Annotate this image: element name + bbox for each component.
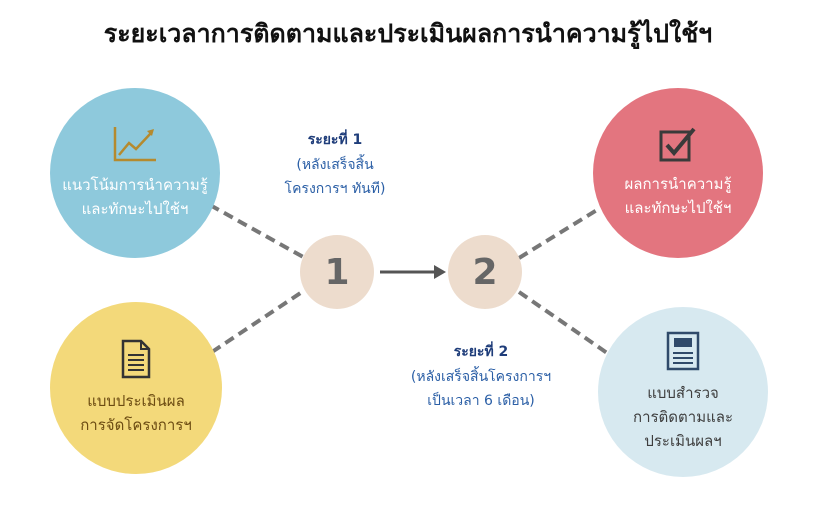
node-application-result: ผลการนำความรู้ และทักษะไปใช้ฯ (593, 88, 763, 258)
link-step2-bottomright (517, 290, 612, 357)
node-label-line: และทักษะไปใช้ฯ (624, 199, 732, 217)
node-trend-application: แนวโน้มการนำความรู้ และทักษะไปใช้ฯ (50, 88, 220, 258)
step-1-circle: 1 (300, 235, 374, 309)
link-step2-topright (517, 203, 607, 260)
phase-1-line: (หลังเสร็จสิ้น (296, 156, 374, 173)
arrow-step1-to-step2 (380, 265, 446, 279)
link-bottomleft-step1 (210, 288, 307, 354)
node-label-line: แนวโน้มการนำความรู้ (62, 176, 208, 194)
phase-2-label: ระยะที่ 2 (หลังเสร็จสิ้นโครงการฯ เป็นเวล… (388, 340, 574, 414)
document-icon (121, 339, 151, 379)
phase-1-title: ระยะที่ 1 (307, 132, 363, 148)
link-topleft-step1 (209, 203, 306, 260)
node-label-line: ประเมินผลฯ (644, 432, 722, 450)
phase-2-line: เป็นเวลา 6 เดือน) (427, 393, 535, 409)
node-label-line: แบบสำรวจ (647, 384, 719, 402)
diagram-title: ระยะเวลาการติดตามและประเมินผลการนำความรู… (103, 19, 713, 48)
node-label-line: และทักษะไปใช้ฯ (81, 200, 189, 218)
phase-1-line: โครงการฯ ทันที) (284, 181, 386, 197)
node-label-line: ผลการนำความรู้ (624, 175, 732, 193)
node-label-line: แบบประเมินผล (87, 392, 185, 410)
node-followup-survey: แบบสำรวจ การติดตามและ ประเมินผลฯ (598, 307, 768, 477)
phase-2-line: (หลังเสร็จสิ้นโครงการฯ (410, 368, 552, 385)
node-label-line: การจัดโครงการฯ (80, 416, 192, 434)
phase-1-label: ระยะที่ 1 (หลังเสร็จสิ้น โครงการฯ ทันที) (260, 128, 410, 202)
form-icon (666, 331, 700, 371)
node-project-evaluation-form: แบบประเมินผล การจัดโครงการฯ (50, 302, 222, 474)
step-2-circle: 2 (448, 235, 522, 309)
checkbox-icon (659, 127, 696, 162)
phase-2-title: ระยะที่ 2 (453, 344, 509, 360)
trend-chart-icon (113, 127, 156, 162)
node-label-line: การติดตามและ (632, 408, 733, 426)
